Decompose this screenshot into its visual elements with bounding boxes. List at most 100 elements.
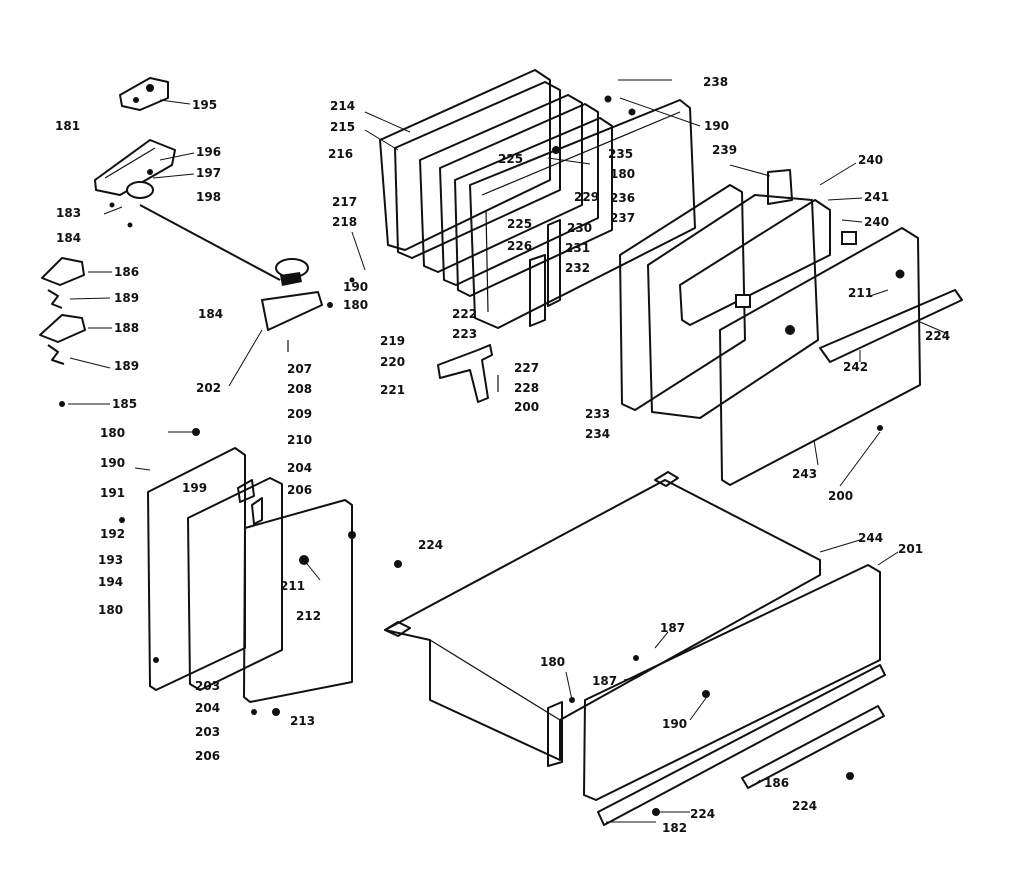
label-184: 184 [198, 307, 223, 321]
label-190: 190 [662, 717, 687, 731]
label-236: 236 [610, 191, 635, 205]
label-218: 218 [332, 215, 357, 229]
label-193: 193 [98, 553, 123, 567]
label-219: 219 [380, 334, 405, 348]
label-212: 212 [296, 609, 321, 623]
label-189: 189 [114, 291, 139, 305]
label-185: 185 [112, 397, 137, 411]
label-240: 240 [858, 153, 883, 167]
label-209: 209 [287, 407, 312, 421]
label-224: 224 [690, 807, 715, 821]
label-200: 200 [514, 400, 539, 414]
label-221: 221 [380, 383, 405, 397]
label-235: 235 [608, 147, 633, 161]
label-232: 232 [565, 261, 590, 275]
label-180: 180 [540, 655, 565, 669]
label-213: 213 [290, 714, 315, 728]
label-243: 243 [792, 467, 817, 481]
label-190: 190 [704, 119, 729, 133]
label-220: 220 [380, 355, 405, 369]
label-190: 190 [100, 456, 125, 470]
label-198: 198 [196, 190, 221, 204]
label-214: 214 [330, 99, 355, 113]
label-189: 189 [114, 359, 139, 373]
label-194: 194 [98, 575, 123, 589]
label-217: 217 [332, 195, 357, 209]
label-223: 223 [452, 327, 477, 341]
label-183: 183 [56, 206, 81, 220]
label-244: 244 [858, 531, 883, 545]
label-191: 191 [100, 486, 125, 500]
label-225: 225 [498, 152, 523, 166]
label-224: 224 [792, 799, 817, 813]
label-180: 180 [343, 298, 368, 312]
label-200: 200 [828, 489, 853, 503]
drawer-front-panel [583, 564, 886, 826]
label-202: 202 [196, 381, 221, 395]
label-187: 187 [592, 674, 617, 688]
part-number-labels: 195 181 196 197 183 198 184 186 189 188 … [55, 75, 950, 835]
bracket-part [94, 139, 176, 196]
label-181: 181 [55, 119, 80, 133]
label-190: 190 [343, 280, 368, 294]
label-226: 226 [507, 239, 532, 253]
leader-lines [68, 79, 949, 823]
label-206: 206 [195, 749, 220, 763]
label-224: 224 [925, 329, 950, 343]
outer-door-panel [719, 227, 963, 486]
door-liner-panels [619, 169, 857, 419]
valve-bracket-part [261, 258, 355, 352]
label-242: 242 [843, 360, 868, 374]
label-180: 180 [100, 426, 125, 440]
storage-drawer [384, 471, 821, 767]
label-227: 227 [514, 361, 539, 375]
label-230: 230 [567, 221, 592, 235]
label-187: 187 [660, 621, 685, 635]
label-231: 231 [565, 241, 590, 255]
oven-door-panels [379, 69, 696, 329]
label-216: 216 [328, 147, 353, 161]
label-199: 199 [182, 481, 207, 495]
label-203: 203 [195, 679, 220, 693]
label-192: 192 [100, 527, 125, 541]
label-240: 240 [864, 215, 889, 229]
door-hinge-arm [437, 344, 499, 403]
label-222: 222 [452, 307, 477, 321]
hinge-pieces [39, 257, 86, 407]
label-207: 207 [287, 362, 312, 376]
vent-cover-part [119, 77, 169, 111]
label-229: 229 [574, 190, 599, 204]
label-233: 233 [585, 407, 610, 421]
label-238: 238 [703, 75, 728, 89]
label-224: 224 [418, 538, 443, 552]
label-184: 184 [56, 231, 81, 245]
label-237: 237 [610, 211, 635, 225]
label-180: 180 [98, 603, 123, 617]
broiler-door [119, 428, 356, 716]
label-206: 206 [287, 483, 312, 497]
label-215: 215 [330, 120, 355, 134]
label-186: 186 [764, 776, 789, 790]
rod-part [139, 204, 281, 281]
label-182: 182 [662, 821, 687, 835]
label-188: 188 [114, 321, 139, 335]
label-225: 225 [507, 217, 532, 231]
label-241: 241 [864, 190, 889, 204]
label-210: 210 [287, 433, 312, 447]
label-204: 204 [195, 701, 220, 715]
label-234: 234 [585, 427, 610, 441]
label-197: 197 [196, 166, 221, 180]
label-211: 211 [280, 579, 305, 593]
knob-part [109, 169, 154, 228]
label-203: 203 [195, 725, 220, 739]
label-204: 204 [287, 461, 312, 475]
label-211: 211 [848, 286, 873, 300]
label-195: 195 [192, 98, 217, 112]
label-186: 186 [114, 265, 139, 279]
label-180: 180 [610, 167, 635, 181]
label-196: 196 [196, 145, 221, 159]
label-201: 201 [898, 542, 923, 556]
label-208: 208 [287, 382, 312, 396]
